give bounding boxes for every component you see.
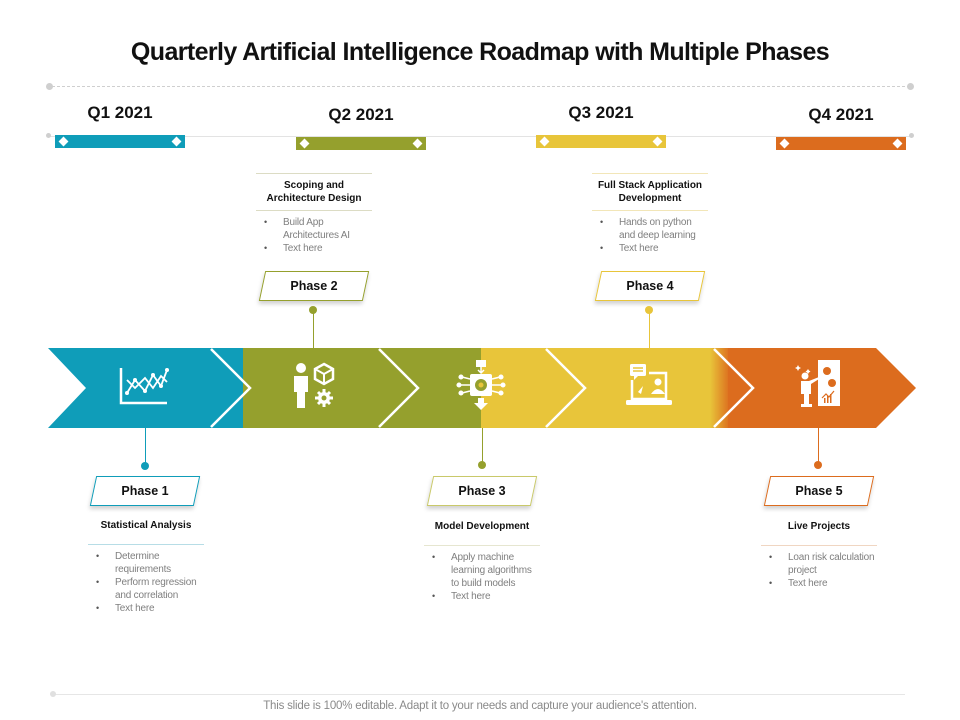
diamond-marker-icon (652, 136, 663, 147)
phase-4-connector (649, 312, 650, 348)
phase-3-dot (478, 461, 486, 469)
slide-title: Quarterly Artificial Intelligence Roadma… (130, 38, 830, 66)
laptop-chat-icon (620, 358, 680, 418)
phase-4-label-box: Phase 4 (594, 271, 706, 301)
phase-label: Phase 2 (290, 279, 338, 293)
phase-5-connector (818, 428, 819, 464)
phase-5-dot (814, 461, 822, 469)
quarter-label: Q4 2021 (808, 105, 874, 124)
phase-label: Phase 4 (626, 279, 674, 293)
bullet-item: Apply machine learning algorithms to bui… (424, 551, 540, 590)
phase-4-dot (645, 306, 653, 314)
phase-1-dot (141, 462, 149, 470)
quarter-bar (536, 135, 666, 148)
phase-heading: Model Development (424, 516, 540, 546)
footer-divider-dot (50, 691, 56, 697)
phase-5-label-box: Phase 5 (763, 476, 875, 506)
phase-bullets: Loan risk calculation project Text here (761, 546, 877, 590)
quarter-label: Q2 2021 (328, 105, 394, 124)
diamond-marker-icon (539, 136, 550, 147)
phase-label: Phase 3 (458, 484, 506, 498)
footer-note: This slide is 100% editable. Adapt it to… (263, 700, 697, 712)
divider-end-dot (46, 83, 53, 90)
phase-label: Phase 1 (121, 484, 169, 498)
quarter-q3: Q3 2021 (536, 103, 666, 148)
diamond-marker-icon (171, 136, 182, 147)
phase-bullets: Build App Architectures AI Text here (256, 211, 372, 255)
divider-end-dot (907, 83, 914, 90)
quarter-q1: Q1 2021 (55, 103, 185, 148)
diamond-marker-icon (299, 138, 310, 149)
phase-2-label-box: Phase 2 (258, 271, 370, 301)
phase-bullets: Apply machine learning algorithms to bui… (424, 546, 540, 603)
bullet-item: Build App Architectures AI (256, 216, 372, 242)
bullet-item: Perform regression and correlation (88, 576, 204, 602)
quarter-timeline-line (50, 136, 910, 137)
phase-bullets: Hands on python and deep learning Text h… (592, 211, 708, 255)
quarter-label: Q1 2021 (87, 103, 153, 122)
phase-5-info: Live Projects Loan risk calculation proj… (761, 516, 877, 590)
quarter-bar (776, 137, 906, 150)
quarter-q4: Q4 2021 (776, 105, 906, 150)
bullet-item: Text here (88, 602, 204, 615)
phase-heading: Live Projects (761, 516, 877, 546)
phase-1-connector (145, 428, 146, 466)
timeline-end-dot (46, 133, 51, 138)
phase-2-dot (309, 306, 317, 314)
phase-2-connector (313, 312, 314, 348)
phase-4-info: Full Stack Application Development Hands… (592, 173, 708, 255)
quarter-bar (296, 137, 426, 150)
diamond-marker-icon (892, 138, 903, 149)
person-cube-gear-icon (285, 358, 345, 418)
phase-heading: Statistical Analysis (88, 515, 204, 545)
bullet-item: Text here (592, 242, 708, 255)
phase-label: Phase 5 (795, 484, 843, 498)
phase-heading: Scoping and Architecture Design (256, 173, 372, 211)
phase-3-info: Model Development Apply machine learning… (424, 516, 540, 603)
diamond-marker-icon (58, 136, 69, 147)
phase-2-info: Scoping and Architecture Design Build Ap… (256, 173, 372, 255)
diamond-marker-icon (412, 138, 423, 149)
bullet-item: Determine requirements (88, 550, 204, 576)
phase-bullets: Determine requirements Perform regressio… (88, 545, 204, 615)
footer-divider (53, 694, 905, 695)
phase-heading: Full Stack Application Development (592, 173, 708, 211)
quarter-bar (55, 135, 185, 148)
line-chart-icon (115, 358, 175, 418)
phase-3-label-box: Phase 3 (426, 476, 538, 506)
phase-1-label-box: Phase 1 (89, 476, 201, 506)
top-dashed-divider (52, 86, 910, 87)
timeline-end-dot (909, 133, 914, 138)
bullet-item: Text here (424, 590, 540, 603)
bullet-item: Text here (761, 577, 877, 590)
phase-3-connector (482, 428, 483, 464)
quarter-q2: Q2 2021 (296, 105, 426, 150)
bullet-item: Hands on python and deep learning (592, 216, 708, 242)
presenter-board-icon (790, 358, 850, 418)
bullet-item: Loan risk calculation project (761, 551, 877, 577)
ai-chip-icon (452, 358, 512, 418)
phase-1-info: Statistical Analysis Determine requireme… (88, 515, 204, 615)
diamond-marker-icon (779, 138, 790, 149)
quarter-label: Q3 2021 (568, 103, 634, 122)
bullet-item: Text here (256, 242, 372, 255)
